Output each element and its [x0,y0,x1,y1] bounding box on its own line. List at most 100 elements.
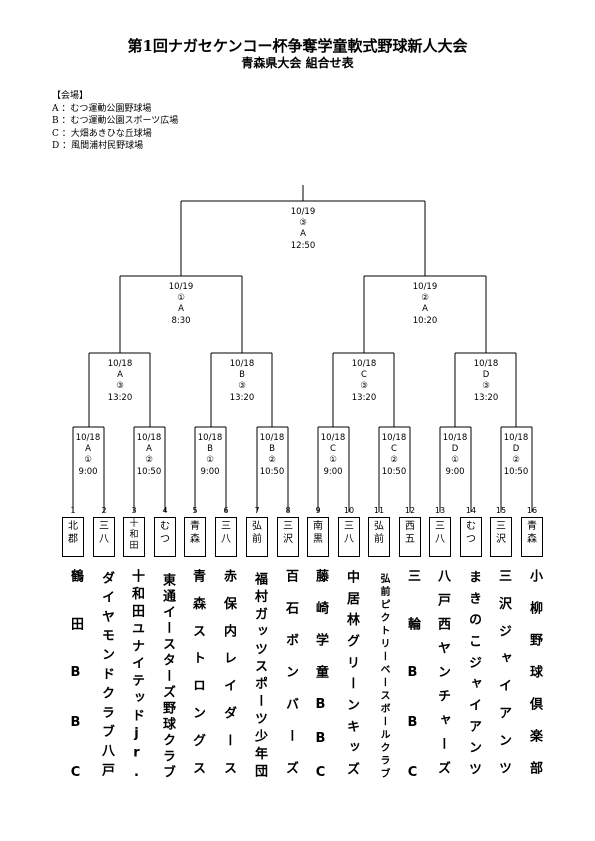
match-game: ① [451,455,459,466]
match-game: ③ [299,218,307,229]
r1-match-info: 10/18 D ① 9:00 [420,433,490,478]
team-region-char: 西 [405,521,415,532]
match-time: 10:50 [136,466,162,477]
team-name: 赤保内レイダース [221,569,236,789]
team-region-char: 三 [496,521,506,532]
team-region-char: つ [466,534,476,545]
match-venue: B [239,370,245,381]
team-region-box: 西五 [399,517,421,557]
venue-item: C ：大畑あきひな丘球場 [52,128,152,139]
team-number: 4 [162,506,168,515]
team-number: 6 [223,506,229,515]
team-name: 青森ストロングス [190,569,205,789]
match-game: ③ [116,381,124,392]
match-time: 9:00 [323,466,343,477]
match-game: ① [329,455,337,466]
semi-match-info: 10/19 ② A 10:20 [390,282,460,327]
match-time: 13:20 [107,392,133,403]
r2-match-info: 10/18 C ③ 13:20 [329,359,399,404]
match-venue: B [207,444,213,455]
match-time: 10:50 [259,466,285,477]
team-name: 三輪BBC [405,569,420,815]
team-name: 三沢ジャイアンツ [496,569,511,789]
r1-match-info: 10/18 A ② 10:50 [114,433,184,478]
team-number: 16 [526,506,538,515]
match-time: 9:00 [445,466,465,477]
team-number: 7 [254,506,260,515]
match-date: 10/19 [412,282,438,292]
venue-item: D ：風間浦村民野球場 [52,141,144,151]
match-game: ③ [360,381,368,392]
match-venue: B [269,444,275,455]
match-game: ① [84,455,92,466]
team-region-char: 三 [221,521,231,532]
match-date: 10/18 [197,433,223,443]
match-time: 8:30 [171,315,191,326]
r1-match-info: 10/18 C ① 9:00 [298,433,368,478]
match-time: 9:00 [78,466,98,477]
match-time: 9:00 [200,466,220,477]
team-region-char: 十 [129,519,139,529]
team-name: 百石ボンバーズ [283,569,298,793]
match-game: ① [177,293,185,304]
team-number: 11 [373,506,385,515]
match-time: 13:20 [351,392,377,403]
team-number: 13 [434,506,446,515]
team-region-char: 郡 [68,534,78,545]
team-number: 15 [495,506,507,515]
final-match-info: 10/19 ③ A 12:50 [268,207,338,252]
team-region-char: 三 [435,521,445,532]
match-time: 13:20 [229,392,255,403]
team-number: 5 [192,506,198,515]
r1-match-info: 10/18 A ① 9:00 [53,433,123,478]
team-region-char: 五 [405,534,415,545]
team-region-box: 三沢 [277,517,299,557]
match-game: ③ [482,381,490,392]
team-region-box: 弘前 [246,517,268,557]
page-title: 第1回ナガセケンコー杯争奪学童軟式野球新人大会 [127,37,468,55]
team-region-char: 八 [344,534,354,545]
team-number: 14 [465,506,477,515]
team-region-box: 青森 [521,517,543,557]
venue-list: 【会場】 A ：むつ運動公園野球場 B ：むつ運動公園スポーツ広場 C ：大畑あ… [52,90,178,153]
team-number: 12 [404,506,416,515]
match-date: 10/18 [473,359,499,369]
match-date: 10/18 [229,359,255,369]
team-region-char: 前 [374,534,384,545]
match-date: 10/18 [107,359,133,369]
match-venue: A [178,304,184,315]
venue-item: B ：むつ運動公園スポーツ広場 [52,116,179,126]
team-region-box: 三八 [429,517,451,557]
match-date: 10/19 [168,282,194,292]
team-region-char: 弘 [252,521,262,532]
team-number: 1 [70,506,76,515]
match-time: 10:50 [381,466,407,477]
team-region-char: 三 [283,521,293,532]
team-name: 弘前ピクトリーベースボールクラブ [378,572,389,781]
team-region-box: 弘前 [368,517,390,557]
team-region-box: 三沢 [490,517,512,557]
match-venue: C [361,370,367,381]
team-region-box: 十和田 [123,517,145,557]
team-region-char: 北 [68,521,78,532]
team-region-box: 三八 [93,517,115,557]
r1-match-info: 10/18 B ① 9:00 [175,433,245,478]
r1-match-info: 10/18 B ② 10:50 [237,433,307,478]
team-region-char: 森 [190,534,200,545]
team-name: 福村ガッツスポーツ少年団 [252,571,267,782]
match-venue: D [482,370,490,381]
match-date: 10/18 [442,433,468,443]
team-region-char: 八 [221,534,231,545]
r2-match-info: 10/18 D ③ 13:20 [451,359,521,404]
team-region-char: 青 [527,521,537,532]
team-name: 鶴田BBC [68,569,83,815]
team-name: 東通イースターズ野球クラブ [160,572,175,781]
match-time: 13:20 [473,392,499,403]
match-game: ② [145,455,153,466]
r1-match-info: 10/18 D ② 10:50 [481,433,551,478]
team-region-char: 沢 [283,534,293,545]
team-name: まきのこジャイアンツ [466,569,481,784]
team-region-box: 青森 [184,517,206,557]
team-region-box: 三八 [338,517,360,557]
